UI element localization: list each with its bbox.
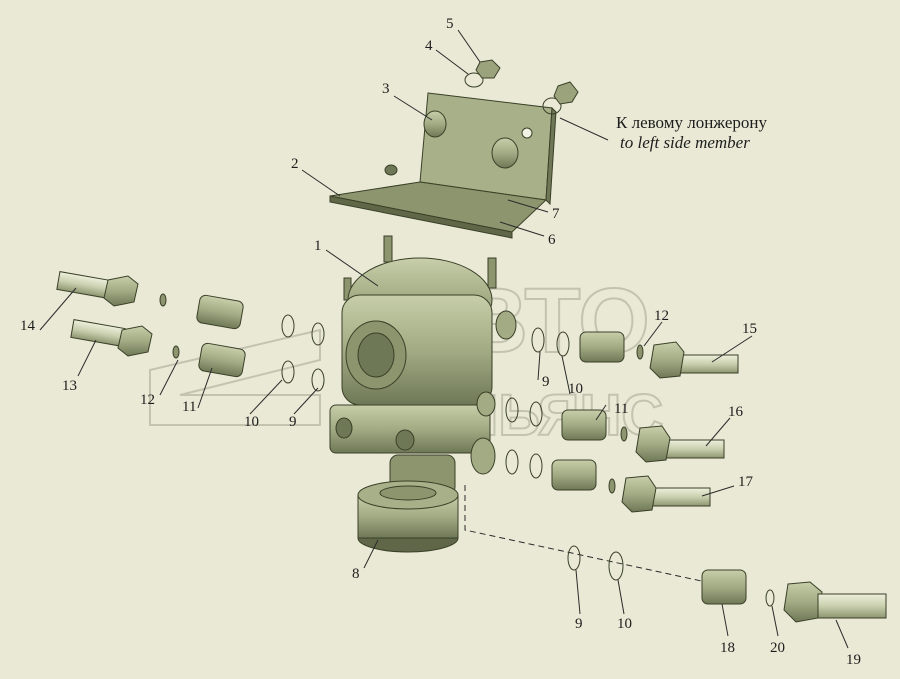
callout-12-right: 12 (654, 308, 669, 324)
callout-12: 12 (140, 392, 155, 408)
bottom-fittings (464, 485, 887, 623)
callout-10: 10 (244, 414, 259, 430)
callout-9-bottom: 9 (575, 616, 583, 632)
callout-18: 18 (720, 640, 735, 656)
callout-3: 3 (382, 81, 390, 97)
callout-9: 9 (289, 414, 297, 430)
callout-13: 13 (62, 378, 77, 394)
callout-8: 8 (352, 566, 360, 582)
leader-lines (39, 29, 849, 649)
callout-16: 16 (728, 404, 744, 420)
callout-6: 6 (548, 232, 556, 248)
bracket (329, 92, 557, 239)
callout-20: 20 (770, 640, 785, 656)
watermark-logo (149, 328, 321, 426)
caption-ru: К левому лонжерону (616, 113, 767, 132)
callout-4: 4 (425, 38, 433, 54)
nuts-washers (464, 59, 579, 115)
callout-9-right: 9 (542, 374, 550, 390)
valve-body (329, 235, 517, 496)
callout-11: 11 (182, 399, 196, 415)
left-fittings (56, 271, 325, 392)
callout-15: 15 (742, 321, 757, 337)
callout-14: 14 (20, 318, 36, 334)
silencer (357, 480, 459, 553)
callout-11-right: 11 (614, 401, 628, 417)
caption-en: to left side member (620, 133, 750, 152)
callout-19: 19 (846, 652, 861, 668)
callout-5: 5 (446, 16, 454, 32)
callout-2: 2 (291, 156, 299, 172)
caption: К левому лонжерону to left side member (616, 113, 767, 152)
callout-17: 17 (738, 474, 754, 490)
callout-10-right: 10 (568, 381, 583, 397)
callout-numbers: 5 4 3 2 7 6 1 14 13 12 11 10 9 8 9 10 11… (20, 16, 861, 668)
callout-10-bottom: 10 (617, 616, 632, 632)
right-fittings (505, 327, 739, 513)
callout-1: 1 (314, 238, 322, 254)
callout-7: 7 (552, 206, 560, 222)
